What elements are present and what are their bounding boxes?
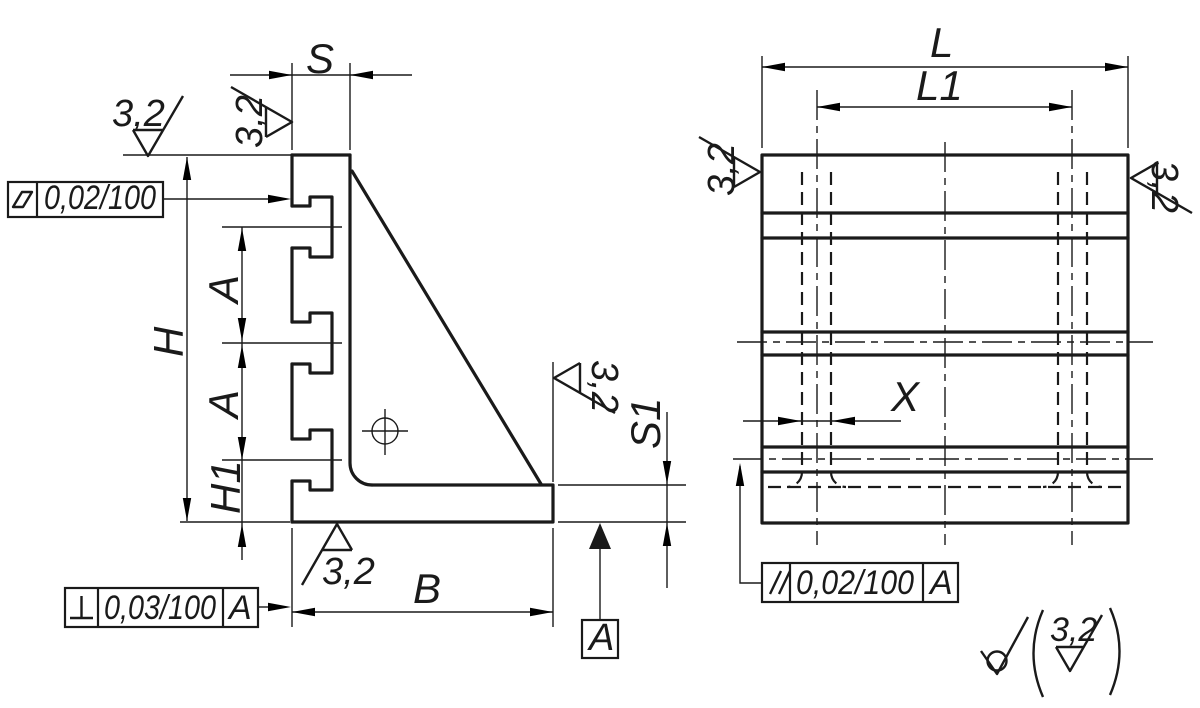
dim-l-extension-lines: [761, 56, 1129, 148]
flatness-tolerance-frame: 0,02/100: [6, 179, 291, 219]
roughness-symbol-general: 3,2: [1050, 611, 1104, 673]
t-slot-upper: [290, 195, 334, 259]
svg-text:3,2: 3,2: [701, 143, 743, 196]
svg-text:3,2: 3,2: [229, 95, 271, 148]
hidden-slot-edge-3: [1042, 172, 1060, 489]
svg-text:3,2: 3,2: [1050, 611, 1097, 649]
perpendicularity-icon: [70, 596, 93, 620]
gusset-diagonal-edge: [350, 169, 543, 486]
svg-text:3,2: 3,2: [322, 551, 375, 593]
parallelism-value: 0,02/100: [796, 564, 914, 602]
general-surface-note: 3,2: [980, 607, 1121, 698]
dim-b-extension-lines: [291, 528, 554, 627]
roughness-symbol-right-edge: 3,2: [1129, 160, 1193, 215]
slot-centerlines: [222, 226, 342, 461]
close-paren-icon: [1108, 607, 1121, 696]
datum-label: A: [587, 617, 614, 659]
svg-text:3,2: 3,2: [583, 360, 625, 413]
front-view: L L1 X 3,2 3,2 0,02/100 A: [698, 19, 1193, 604]
dim-l-label: L: [930, 19, 953, 66]
parallelism-icon: [768, 570, 792, 595]
dim-b-label: B: [413, 565, 441, 612]
perpendicularity-tolerance-frame: 0,03/100 A: [63, 586, 291, 629]
datum-triangle-icon: [589, 523, 611, 549]
datum-feature-symbol: A: [580, 523, 620, 660]
roughness-symbol-base-top: 3,2: [552, 360, 625, 415]
base-outline: [290, 483, 555, 524]
t-slot-middle: [290, 311, 334, 375]
open-paren-icon: [1032, 609, 1045, 698]
upright-rear-face-fillet: [348, 153, 374, 487]
surface-check-circle-icon: [986, 650, 1008, 672]
roughness-symbol-top-face: 3,2: [112, 93, 185, 158]
roughness-symbol-slotted-face: 3,2: [229, 85, 294, 148]
dim-h-label: H: [145, 326, 192, 357]
dim-l1-label: L1: [916, 62, 963, 109]
surface-check-icon: [980, 616, 1030, 676]
dim-x-label: X: [890, 373, 921, 420]
dim-h1-label: H1: [202, 460, 249, 514]
t-slot-lower: [290, 428, 334, 492]
dim-s1-label: S1: [622, 398, 669, 449]
plate-outline: [760, 153, 1130, 525]
parallelism-tolerance-frame: 0,02/100 A: [735, 463, 960, 604]
hole-centerlines: [362, 409, 408, 455]
gusset-hole: [371, 417, 399, 445]
roughness-symbol-left-edge: 3,2: [698, 135, 762, 196]
perpendicularity-datum: A: [227, 589, 252, 627]
dim-s-extension-lines: [291, 63, 351, 150]
dim-a-upper-label: A: [200, 275, 247, 306]
flatness-icon: [11, 190, 34, 209]
hidden-slot-edge-2: [829, 172, 847, 489]
hidden-slot-edge-1: [786, 172, 804, 489]
perpendicularity-value: 0,03/100: [104, 589, 216, 627]
parallelism-datum: A: [928, 564, 953, 602]
svg-text:3,2: 3,2: [112, 93, 165, 135]
flatness-value: 0,02/100: [44, 179, 156, 217]
hidden-slot-edge-4: [1085, 172, 1103, 489]
dim-s-label: S: [306, 35, 334, 82]
dim-a-lower-label: A: [200, 390, 247, 421]
t-slot-front-edges: [760, 211, 1130, 474]
side-view: S H A A H1 B S1 3,2 3,2 3,2 3,2: [6, 35, 686, 660]
roughness-symbol-base-bottom: 3,2: [300, 522, 375, 593]
svg-text:3,2: 3,2: [1143, 160, 1185, 213]
dim-s1-extension-lines: [558, 484, 686, 523]
